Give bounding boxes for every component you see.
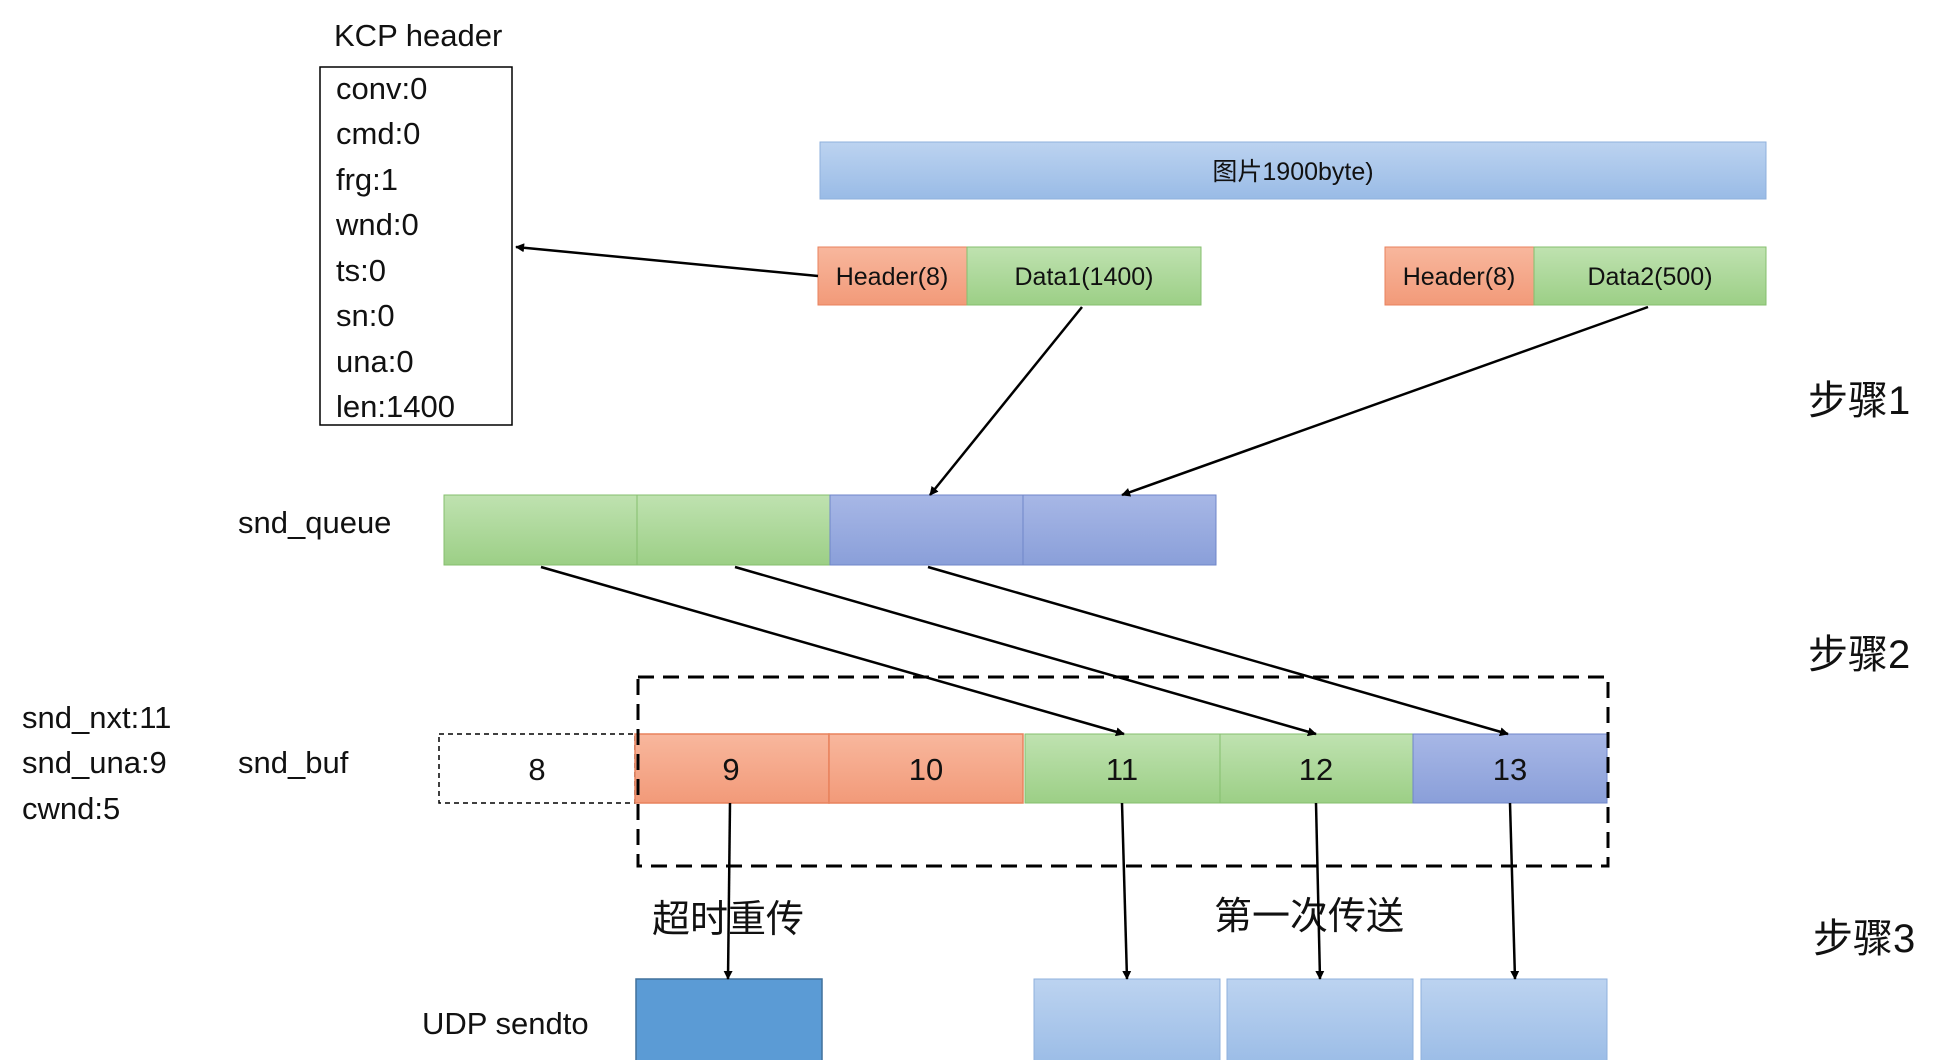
kcp-field-ts: ts:0 bbox=[336, 253, 386, 288]
image-bar-label: 图片1900byte) bbox=[1212, 158, 1373, 186]
udp-packet-13 bbox=[1420, 978, 1608, 1060]
snd-queue-slot-2 bbox=[636, 494, 831, 566]
step-1-label: 步骤1 bbox=[1808, 379, 1910, 423]
cwnd-value: cwnd:5 bbox=[22, 791, 120, 826]
kcp-header-box bbox=[319, 66, 513, 426]
step-3-label: 步骤3 bbox=[1813, 917, 1915, 961]
fragment-1-header-label: Header(8) bbox=[836, 263, 949, 291]
arrow-buf9-to-udp bbox=[723, 802, 733, 980]
snd-buf-cell-12-label: 12 bbox=[1299, 752, 1333, 787]
udp-packet-retransmit bbox=[635, 978, 823, 1060]
first-send-label: 第一次传送 bbox=[1214, 896, 1404, 938]
snd-una-value: snd_una:9 bbox=[22, 745, 167, 780]
kcp-field-conv: conv:0 bbox=[336, 71, 427, 106]
arrow-buf11-to-udp bbox=[1120, 802, 1132, 980]
snd-nxt-value: snd_nxt:11 bbox=[22, 700, 171, 735]
snd-buf-cell-13-label: 13 bbox=[1493, 752, 1527, 787]
snd-buf-cell-9 bbox=[634, 733, 830, 804]
snd-queue-slot-1 bbox=[443, 494, 638, 566]
arrow-data1-to-queue bbox=[929, 306, 1083, 496]
step-2-label: 步骤2 bbox=[1808, 633, 1910, 677]
kcp-header-title: KCP header bbox=[334, 18, 502, 53]
arrow-buf12-to-udp bbox=[1314, 802, 1325, 980]
snd-buf-cell-10-label: 10 bbox=[909, 752, 943, 787]
snd-buf-cell-8 bbox=[438, 733, 636, 804]
udp-sendto-label: UDP sendto bbox=[422, 1006, 589, 1041]
snd-buf-cell-9-label: 9 bbox=[722, 752, 739, 787]
fragment-2-data bbox=[1533, 246, 1767, 306]
fragment-1-data-label: Data1(1400) bbox=[1015, 263, 1154, 291]
kcp-field-una: una:0 bbox=[336, 344, 414, 379]
fragment-1-header bbox=[817, 246, 968, 306]
arrow-header-to-kcp-box bbox=[515, 243, 819, 278]
kcp-field-sn: sn:0 bbox=[336, 298, 395, 333]
fragment-2-data-label: Data2(500) bbox=[1587, 263, 1712, 291]
arrow-buf13-to-udp bbox=[1508, 802, 1520, 980]
udp-packet-11 bbox=[1033, 978, 1221, 1060]
kcp-field-wnd: wnd:0 bbox=[335, 207, 419, 242]
snd-buf-cell-10 bbox=[828, 733, 1024, 804]
kcp-field-frg: frg:1 bbox=[336, 162, 398, 197]
cwnd-window-frame bbox=[636, 675, 1610, 868]
snd-buf-cell-11-label: 11 bbox=[1106, 752, 1138, 787]
snd-queue-slot-3 bbox=[829, 494, 1024, 566]
kcp-field-cmd: cmd:0 bbox=[336, 116, 420, 151]
fragment-1-data bbox=[966, 246, 1202, 306]
kcp-field-len: len:1400 bbox=[336, 389, 455, 424]
arrow-queue-to-buf-11 bbox=[540, 565, 1125, 737]
snd-queue-slot-4 bbox=[1022, 494, 1217, 566]
image-bar bbox=[819, 141, 1767, 200]
arrow-queue-to-buf-13 bbox=[927, 565, 1509, 737]
snd-buf-label: snd_buf bbox=[238, 745, 349, 780]
udp-packet-12 bbox=[1226, 978, 1414, 1060]
fragment-2-header-label: Header(8) bbox=[1403, 263, 1516, 291]
snd-buf-cell-8-label: 8 bbox=[528, 752, 545, 787]
arrow-data2-to-queue bbox=[1121, 305, 1649, 497]
snd-queue-label: snd_queue bbox=[238, 505, 391, 540]
arrow-queue-to-buf-12 bbox=[734, 565, 1317, 737]
fragment-2-header bbox=[1384, 246, 1535, 306]
snd-buf-cell-11 bbox=[1024, 733, 1221, 804]
